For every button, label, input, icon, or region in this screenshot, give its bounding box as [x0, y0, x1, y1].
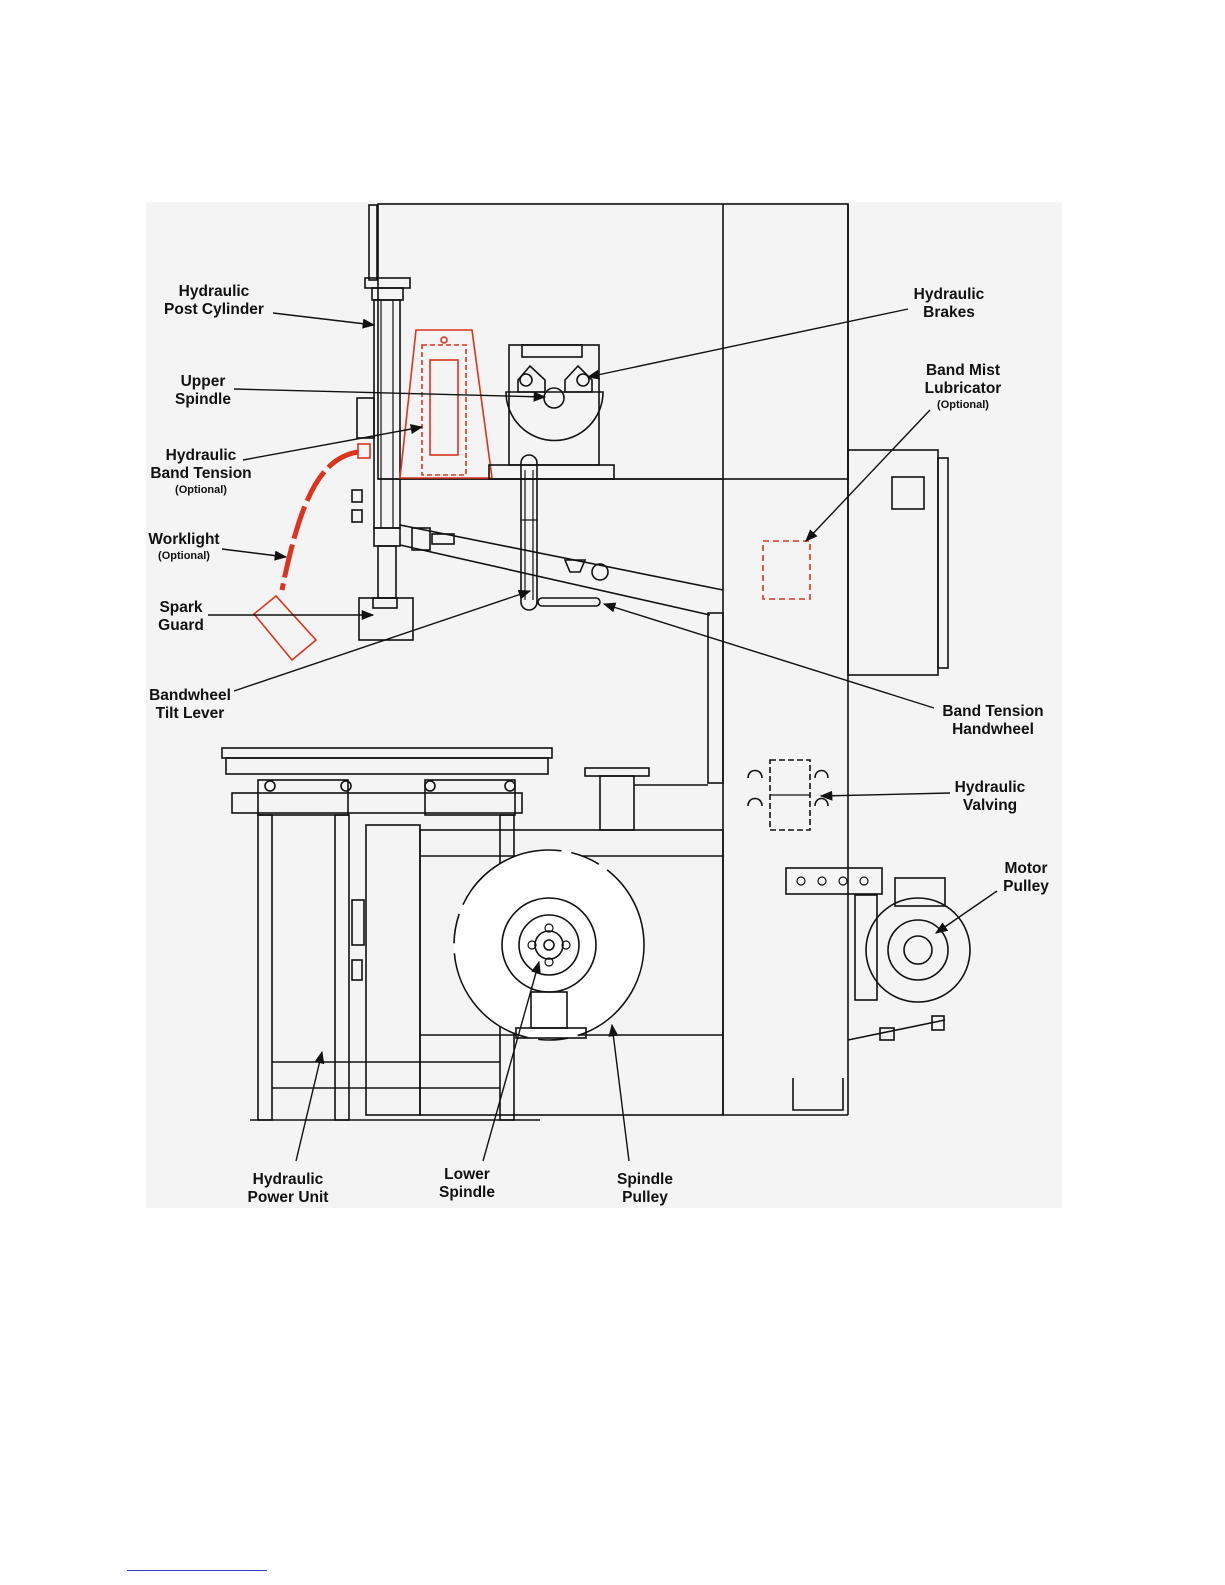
label-line: Hydraulic	[914, 286, 985, 303]
label-line: Band Mist	[926, 362, 1000, 379]
label-line: Spindle	[175, 391, 231, 408]
label-note: (Optional)	[143, 483, 259, 497]
label-line: Hydraulic	[253, 1171, 324, 1188]
label-note: (Optional)	[916, 398, 1010, 412]
label-line: Handwheel	[952, 721, 1034, 738]
label-line: Spindle	[439, 1184, 495, 1201]
label-hydraulic-brakes: Hydraulic Brakes	[906, 286, 992, 322]
label-line: Guard	[158, 617, 204, 634]
spindle-pulley	[454, 850, 644, 1040]
label-line: Motor	[1004, 860, 1047, 877]
footer-rule	[127, 1570, 267, 1571]
label-motor-pulley: Motor Pulley	[995, 860, 1057, 896]
label-line: Spindle	[617, 1171, 673, 1188]
label-bandwheel-tilt-lever: Bandwheel Tilt Lever	[143, 687, 237, 723]
label-line: Pulley	[1003, 878, 1049, 895]
label-line: Hydraulic	[955, 779, 1026, 796]
label-line: Hydraulic	[179, 283, 250, 300]
label-line: Lower	[444, 1166, 490, 1183]
label-line: Worklight	[148, 531, 219, 548]
label-hydraulic-power-unit: Hydraulic Power Unit	[240, 1171, 336, 1207]
label-line: Brakes	[923, 304, 975, 321]
label-line: Spark	[159, 599, 202, 616]
label-band-mist-lubricator: Band Mist Lubricator (Optional)	[916, 362, 1010, 412]
label-line: Valving	[963, 797, 1017, 814]
label-note: (Optional)	[140, 549, 228, 563]
label-spark-guard: Spark Guard	[150, 599, 212, 635]
label-hydraulic-band-tension: Hydraulic Band Tension (Optional)	[143, 447, 259, 497]
label-spindle-pulley: Spindle Pulley	[612, 1171, 678, 1207]
label-worklight: Worklight (Optional)	[140, 531, 228, 563]
label-hydraulic-valving: Hydraulic Valving	[948, 779, 1032, 815]
label-line: Pulley	[622, 1189, 668, 1206]
label-band-tension-handwheel: Band Tension Handwheel	[934, 703, 1052, 739]
label-line: Band Tension	[942, 703, 1043, 720]
label-hydraulic-post-cylinder: Hydraulic Post Cylinder	[158, 283, 270, 319]
label-line: Upper	[181, 373, 226, 390]
label-line: Tilt Lever	[156, 705, 225, 722]
label-line: Bandwheel	[149, 687, 231, 704]
label-line: Band Tension	[150, 465, 251, 482]
label-upper-spindle: Upper Spindle	[166, 373, 240, 409]
label-line: Post Cylinder	[164, 301, 264, 318]
label-lower-spindle: Lower Spindle	[434, 1166, 500, 1202]
label-line: Power Unit	[248, 1189, 329, 1206]
label-line: Hydraulic	[166, 447, 237, 464]
label-line: Lubricator	[925, 380, 1002, 397]
